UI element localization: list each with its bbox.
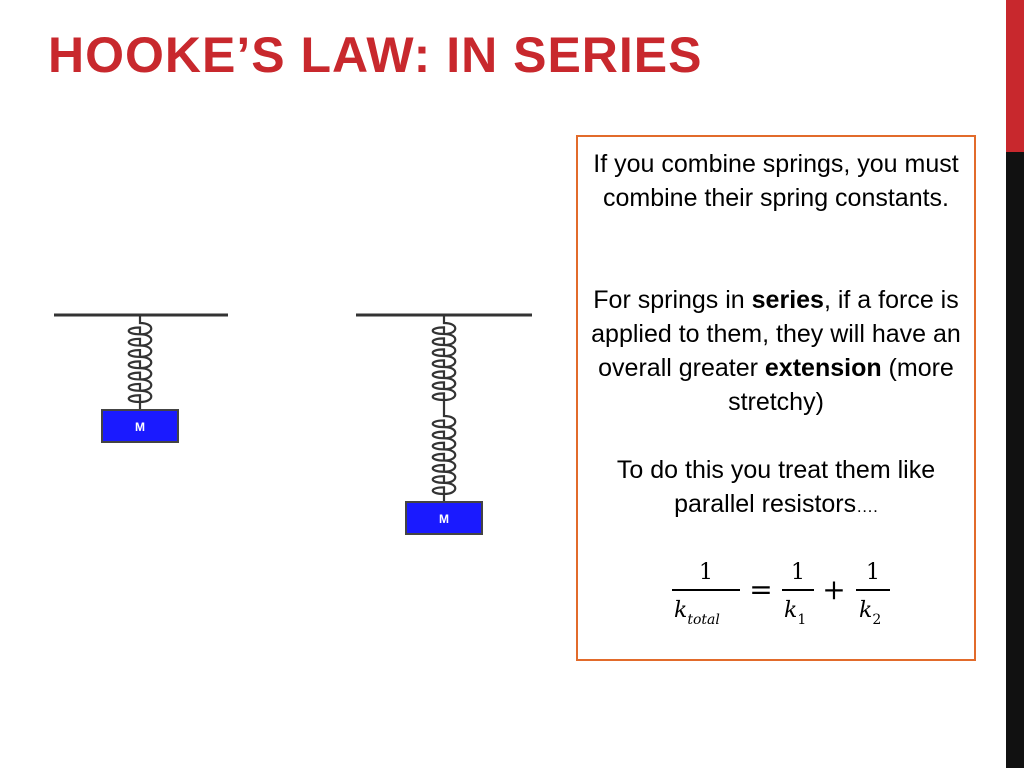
- spring-left: [127, 315, 153, 410]
- mass-block-right: [405, 501, 483, 535]
- slide-title: HOOKE’S LAW: IN SERIES: [48, 27, 703, 83]
- mass-label-right: M: [439, 512, 449, 526]
- accent-bar-red: [1006, 0, 1024, 152]
- spring-diagram: M M: [54, 313, 532, 535]
- sub-total: total: [687, 612, 720, 628]
- k-1: k: [784, 598, 797, 623]
- series-formula: 1 ktotal = 1 k1 + 1 k2: [672, 560, 890, 628]
- p2-text-b: , if a force is applied to them, they wi…: [591, 286, 961, 382]
- equals-sign: =: [749, 573, 772, 606]
- sub-2: 2: [872, 612, 881, 628]
- num-total: 1: [699, 560, 713, 585]
- bold-series: series: [751, 286, 824, 314]
- svg-text:k1: k1: [784, 598, 806, 628]
- svg-text:k2: k2: [859, 598, 881, 628]
- paragraph-combine: If you combine springs, you must combine…: [593, 150, 959, 212]
- svg-text:ktotal: ktotal: [674, 598, 720, 628]
- p2-text-c: (more stretchy): [728, 354, 954, 416]
- num-k1: 1: [791, 560, 805, 585]
- explanation-box: If you combine springs, you must combine…: [576, 135, 976, 661]
- p3-dots: ….: [856, 497, 878, 516]
- p3-text: To do this you treat them like parallel …: [616, 456, 936, 518]
- accent-bar-dark: [1006, 152, 1024, 768]
- spring-series-bottom: [431, 408, 457, 502]
- mass-label-left: M: [135, 420, 145, 434]
- spring-series-top: [431, 315, 457, 408]
- p2-text-a: For springs in: [593, 286, 752, 314]
- plus-sign: +: [822, 573, 845, 606]
- num-k2: 1: [866, 560, 880, 585]
- k-total: k: [674, 598, 687, 623]
- mass-block-left: [101, 409, 179, 443]
- sub-1: 1: [797, 612, 806, 628]
- bold-extension: extension: [764, 354, 882, 382]
- paragraph-resistors: To do this you treat them like parallel …: [588, 453, 964, 524]
- k-2: k: [859, 598, 872, 623]
- paragraph-series: For springs in series, if a force is app…: [588, 283, 964, 419]
